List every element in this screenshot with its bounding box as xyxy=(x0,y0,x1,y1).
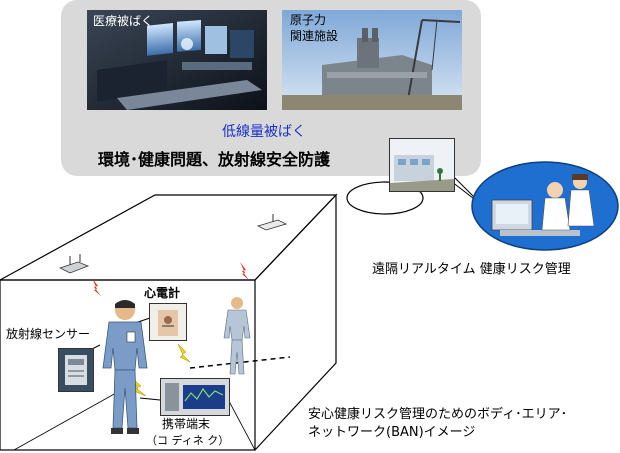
ban-caption-line2: ネットワーク(BAN)イメージ xyxy=(308,425,476,440)
remote-health-risk-label: 遠隔リアルタイム 健康リスク管理 xyxy=(372,262,571,277)
coordinator-label: （コ ディネ ク） xyxy=(146,434,230,447)
ban-caption-line1: 安心健康リスク管理のためのボディ･エリア･ xyxy=(308,407,568,422)
ban-caption: 安心健康リスク管理のためのボディ･エリア･ ネットワーク(BAN)イメージ xyxy=(308,406,567,442)
nuclear-facility-image xyxy=(282,10,462,110)
nuclear-label-line2: 関連施設 xyxy=(290,29,339,43)
gateway-building-image xyxy=(389,138,455,192)
mobile-terminal-label: 携帯端末 xyxy=(162,417,211,431)
medical-exposure-label: 医療被ばく xyxy=(93,14,154,28)
radiation-sensor-image xyxy=(58,348,94,392)
worker-figure xyxy=(102,300,148,434)
ecg-label: 心電計 xyxy=(144,286,181,300)
medical-exposure-image xyxy=(87,10,267,110)
nuclear-facility-label: 原子力 関連施設 xyxy=(290,12,338,44)
mobile-terminal-image xyxy=(160,378,230,416)
radiation-sensor-label: 放射線センサー xyxy=(6,327,91,341)
ecg-device-image xyxy=(149,303,187,341)
environment-health-heading: 環境･健康問題、放射線安全防護 xyxy=(98,150,331,169)
low-dose-exposure-label: 低線量被ばく xyxy=(222,124,306,140)
nuclear-label-line1: 原子力 xyxy=(290,13,327,27)
second-worker-figure xyxy=(223,297,251,375)
remote-management-bubble xyxy=(471,161,619,251)
